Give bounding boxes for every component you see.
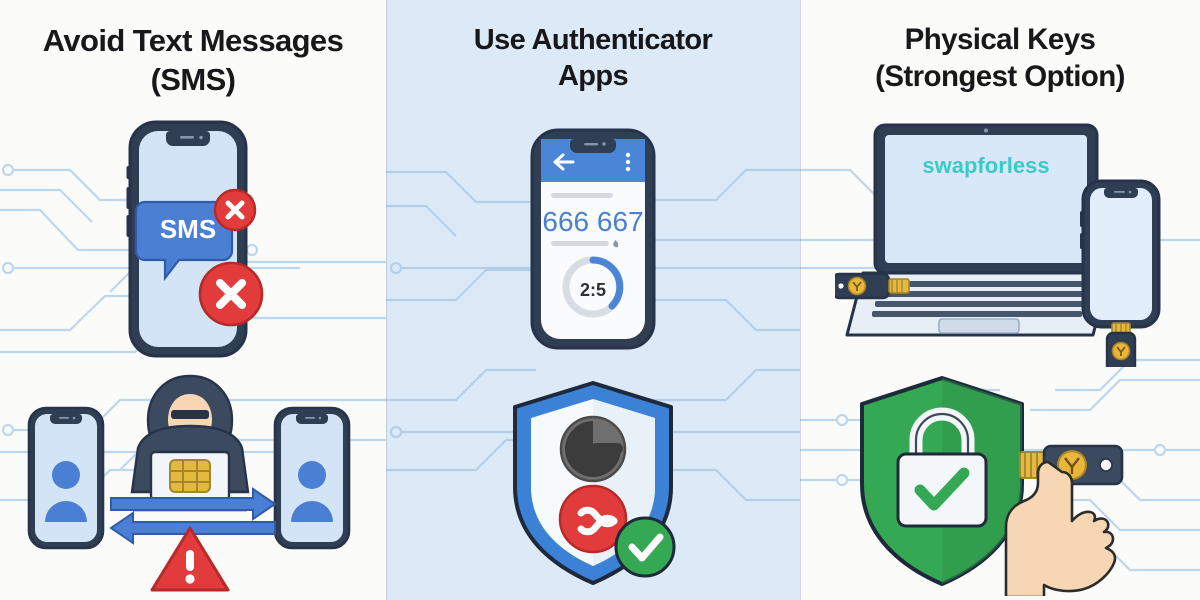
phone-camera-icon — [199, 135, 203, 140]
panel-title-physical-keys-line1: Physical Keys — [904, 23, 1096, 56]
panel-physical-keys: Physical Keys (Strongest Option) swapfor… — [800, 0, 1200, 600]
hacker-eyes — [171, 410, 209, 419]
authy-icon — [558, 484, 628, 554]
green-check-badge — [614, 516, 676, 578]
sim-swap-attack-illustration — [0, 368, 386, 600]
panel-title-sms-line2: (SMS) — [150, 61, 236, 97]
phone-attacker — [273, 406, 351, 550]
sim-card-icon — [169, 459, 211, 493]
security-key-keyring-hole — [1099, 458, 1113, 472]
phone-button-volume-up — [126, 187, 131, 209]
auth-phone-notch — [570, 139, 616, 153]
avatar-body-right — [291, 501, 333, 522]
laptop-screen — [885, 135, 1087, 263]
authenticator-phone-illustration: 666 667 2:5 — [386, 108, 800, 370]
back-arrow-icon[interactable] — [553, 153, 575, 171]
auth-timer-label: 2:5 — [580, 280, 606, 300]
laptop-webcam-icon — [984, 128, 988, 133]
smartphone-right — [1080, 179, 1161, 329]
laptop-watermark-text: swapforless — [922, 153, 1049, 178]
panel-divider-left — [386, 0, 387, 600]
panel-title-authenticator-line2: Apps — [557, 60, 629, 93]
sim-swap-svg — [27, 374, 351, 592]
phone-sms-svg: SMS — [126, 120, 264, 358]
panel-title-sms-line1: Avoid Text Messages — [42, 23, 344, 58]
google-authenticator-icon — [559, 415, 627, 483]
panel-title-authenticator-line1: Use Authenticator — [473, 24, 713, 56]
arrow-left-transfer — [109, 511, 276, 545]
panel-use-authenticator-apps: Use Authenticator Apps 666 667 — [386, 0, 800, 600]
x-badge-large — [198, 261, 264, 327]
authenticator-shield-illustration — [386, 368, 800, 600]
warning-triangle-icon — [150, 526, 230, 592]
auth-timer-ring: 2:5 — [562, 256, 624, 318]
usb-security-key-left[interactable] — [835, 272, 910, 300]
phone-speaker — [180, 136, 194, 139]
phone-button-mute — [126, 166, 131, 179]
laptop: swapforless — [845, 123, 1111, 337]
auth-issuer-bar — [551, 241, 609, 246]
phone-victim — [27, 406, 105, 550]
padlock-check-icon — [914, 467, 970, 511]
auth-app-bar — [541, 139, 645, 182]
usb-security-key-bottom[interactable] — [1105, 322, 1137, 367]
phone-authenticator-svg: 666 667 2:5 — [530, 128, 656, 350]
auth-otp-code: 666 667 — [542, 206, 643, 237]
hacker-figure — [130, 374, 250, 512]
sms-phone-illustration: SMS — [0, 108, 386, 370]
avatar-head-right — [298, 461, 326, 489]
shield-keys-svg — [860, 376, 1124, 596]
auth-copy-icon[interactable] — [613, 240, 619, 248]
laptop-keys-svg: swapforless — [835, 123, 1161, 367]
auth-account-name-bar — [551, 193, 613, 198]
shield-auth-svg — [513, 381, 676, 585]
panel-title-authenticator: Use Authenticator Apps — [386, 0, 800, 95]
panel-avoid-sms: Avoid Text Messages (SMS) SMS — [0, 0, 386, 600]
green-shield-key-illustration — [800, 368, 1200, 600]
phone-button-volume-down — [126, 215, 131, 237]
laptop-keyboard — [872, 281, 1091, 317]
sms-bubble-label: SMS — [160, 214, 216, 244]
x-badge-small — [213, 188, 257, 232]
panel-title-physical-keys-line2: (Strongest Option) — [875, 59, 1125, 93]
arrow-right-transfer — [110, 487, 277, 521]
laptop-phone-key-illustration: swapforless — [800, 108, 1200, 370]
panel-title-physical-keys: Physical Keys (Strongest Option) — [800, 0, 1200, 96]
avatar-head-left — [52, 461, 80, 489]
panel-title-sms: Avoid Text Messages (SMS) — [0, 0, 386, 100]
avatar-body-left — [45, 501, 87, 522]
laptop-trackpad — [938, 318, 1020, 334]
panel-divider-right — [800, 0, 801, 600]
overflow-menu-icon[interactable] — [625, 152, 631, 172]
